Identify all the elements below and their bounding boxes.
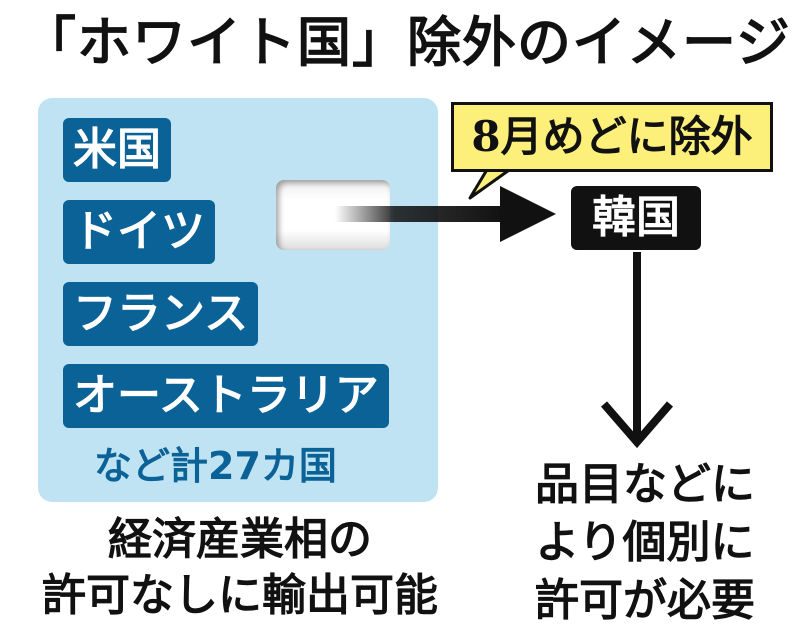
result-line: より個別に <box>535 517 755 568</box>
arrow-down-icon <box>600 252 674 449</box>
result-line: 品目などに <box>535 459 755 510</box>
country-count-label: など計27カ国 <box>94 444 337 488</box>
result-line: 許可が必要 <box>535 575 755 626</box>
country-badge-france: フランス <box>63 282 259 346</box>
country-badge-australia: オーストラリア <box>63 364 389 428</box>
country-badge-germany: ドイツ <box>63 200 215 264</box>
removed-slot <box>276 180 390 250</box>
caption-line: 経済産業相の <box>108 514 372 565</box>
excluded-country-badge: 韓国 <box>571 186 701 250</box>
country-badge-usa: 米国 <box>63 118 171 182</box>
exclusion-timing-callout: 8月めどに除外 <box>451 102 773 172</box>
diagram-title: 「ホワイト国」除外のイメージ <box>22 11 791 74</box>
caption-line: 許可なしに輸出可能 <box>42 570 438 621</box>
excluded-result-caption: 品目などに より個別に 許可が必要 <box>500 456 790 630</box>
white-country-panel: 米国 ドイツ フランス オーストラリア など計27カ国 <box>38 98 438 502</box>
white-list-caption: 経済産業相の 許可なしに輸出可能 <box>40 512 440 624</box>
